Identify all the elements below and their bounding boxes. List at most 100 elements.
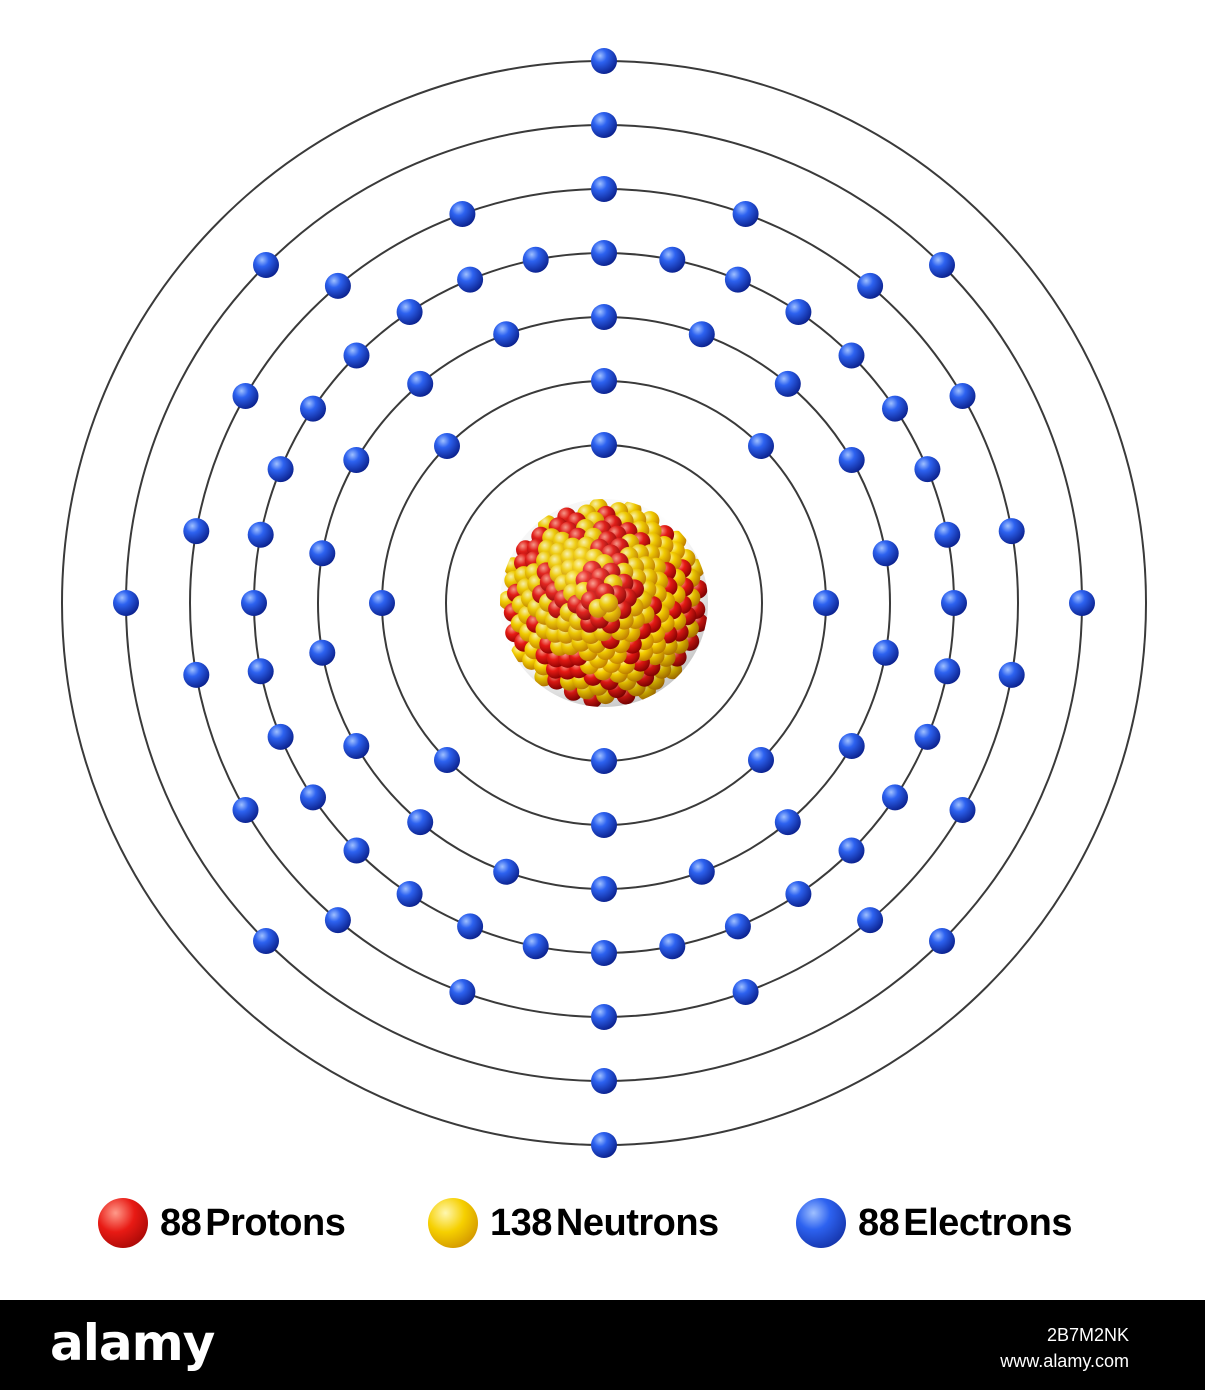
electron	[369, 590, 395, 616]
image-id-code: 2B7M2NK	[1046, 1325, 1129, 1345]
electron	[748, 433, 774, 459]
electron	[774, 370, 801, 397]
legend-protons: 88 Protons	[98, 1195, 346, 1251]
electron	[857, 272, 884, 299]
electron	[813, 590, 839, 616]
proton-icon	[98, 1198, 148, 1248]
electron	[724, 913, 751, 940]
electron	[522, 933, 549, 960]
electron	[591, 1132, 617, 1158]
electron	[449, 979, 476, 1005]
electron	[838, 837, 865, 864]
electron	[591, 48, 617, 74]
electron	[591, 432, 617, 458]
atom-diagram	[61, 48, 1147, 1158]
electron	[309, 540, 336, 567]
electron	[857, 907, 884, 934]
electron	[998, 661, 1025, 688]
electron	[324, 272, 351, 299]
electron	[343, 447, 370, 473]
electron	[914, 456, 941, 483]
electron	[591, 240, 617, 266]
electron	[396, 299, 423, 325]
electron	[267, 723, 294, 750]
electron	[688, 858, 715, 885]
electron	[183, 661, 210, 688]
legend-electrons: 88 Electrons	[796, 1195, 1072, 1251]
electron	[591, 812, 617, 838]
electron	[998, 518, 1025, 545]
electron	[872, 639, 899, 666]
electron	[324, 907, 351, 934]
neutron-label: Neutrons	[555, 1201, 719, 1244]
electron	[300, 395, 326, 422]
electron	[113, 590, 139, 616]
electron	[732, 201, 759, 227]
electron	[591, 112, 617, 138]
electron	[591, 1068, 617, 1094]
electron	[253, 252, 279, 278]
electron	[838, 447, 865, 473]
electron	[434, 433, 460, 459]
electron	[941, 590, 967, 616]
electron	[872, 540, 899, 567]
electron	[949, 383, 976, 409]
electron	[591, 368, 617, 394]
electron	[688, 321, 715, 348]
electron-count: 88	[858, 1201, 900, 1244]
neutron-count: 138	[490, 1201, 552, 1244]
electron	[914, 723, 941, 750]
electron	[300, 784, 326, 811]
electron	[183, 518, 210, 545]
electron	[591, 876, 617, 902]
electron-icon	[796, 1198, 846, 1248]
electron	[838, 733, 865, 759]
brand-logo: alamy	[50, 1314, 215, 1372]
electron	[1069, 590, 1095, 616]
electron	[309, 639, 336, 666]
electron	[343, 733, 370, 759]
electron	[934, 521, 961, 548]
electron	[232, 383, 259, 409]
electron	[343, 837, 370, 864]
electron	[838, 342, 865, 369]
electron	[247, 658, 274, 685]
electron	[241, 590, 267, 616]
electron-label: Electrons	[903, 1201, 1072, 1244]
electron	[748, 747, 774, 773]
nucleus-shading	[500, 499, 708, 707]
electron	[522, 246, 549, 273]
electron	[929, 252, 955, 278]
electron	[724, 266, 751, 293]
electron	[934, 658, 961, 685]
electron	[457, 266, 484, 293]
electron	[343, 342, 370, 369]
electron	[434, 747, 460, 773]
electron	[659, 933, 686, 960]
electron	[785, 299, 812, 325]
legend: 88 Protons 138 Neutrons 88 Electrons	[0, 1195, 1205, 1251]
electron	[407, 370, 434, 397]
electron	[882, 784, 908, 811]
electron	[407, 809, 434, 836]
electron	[659, 246, 686, 273]
electron	[449, 201, 476, 227]
electron	[591, 304, 617, 330]
electron	[396, 881, 423, 907]
electron	[949, 797, 976, 823]
electron	[882, 395, 908, 422]
electron-group	[113, 48, 1095, 1158]
electron	[493, 858, 520, 885]
electron	[591, 1004, 617, 1030]
electron	[247, 521, 274, 548]
image-id: 2B7M2NK www.alamy.com	[1000, 1322, 1129, 1374]
electron	[457, 913, 484, 940]
electron	[591, 748, 617, 774]
legend-neutrons: 138 Neutrons	[428, 1195, 719, 1251]
proton-label: Protons	[205, 1201, 346, 1244]
electron	[591, 176, 617, 202]
electron	[253, 928, 279, 954]
watermark-footer: alamy 2B7M2NK www.alamy.com	[0, 1300, 1205, 1390]
electron	[929, 928, 955, 954]
electron	[232, 797, 259, 823]
